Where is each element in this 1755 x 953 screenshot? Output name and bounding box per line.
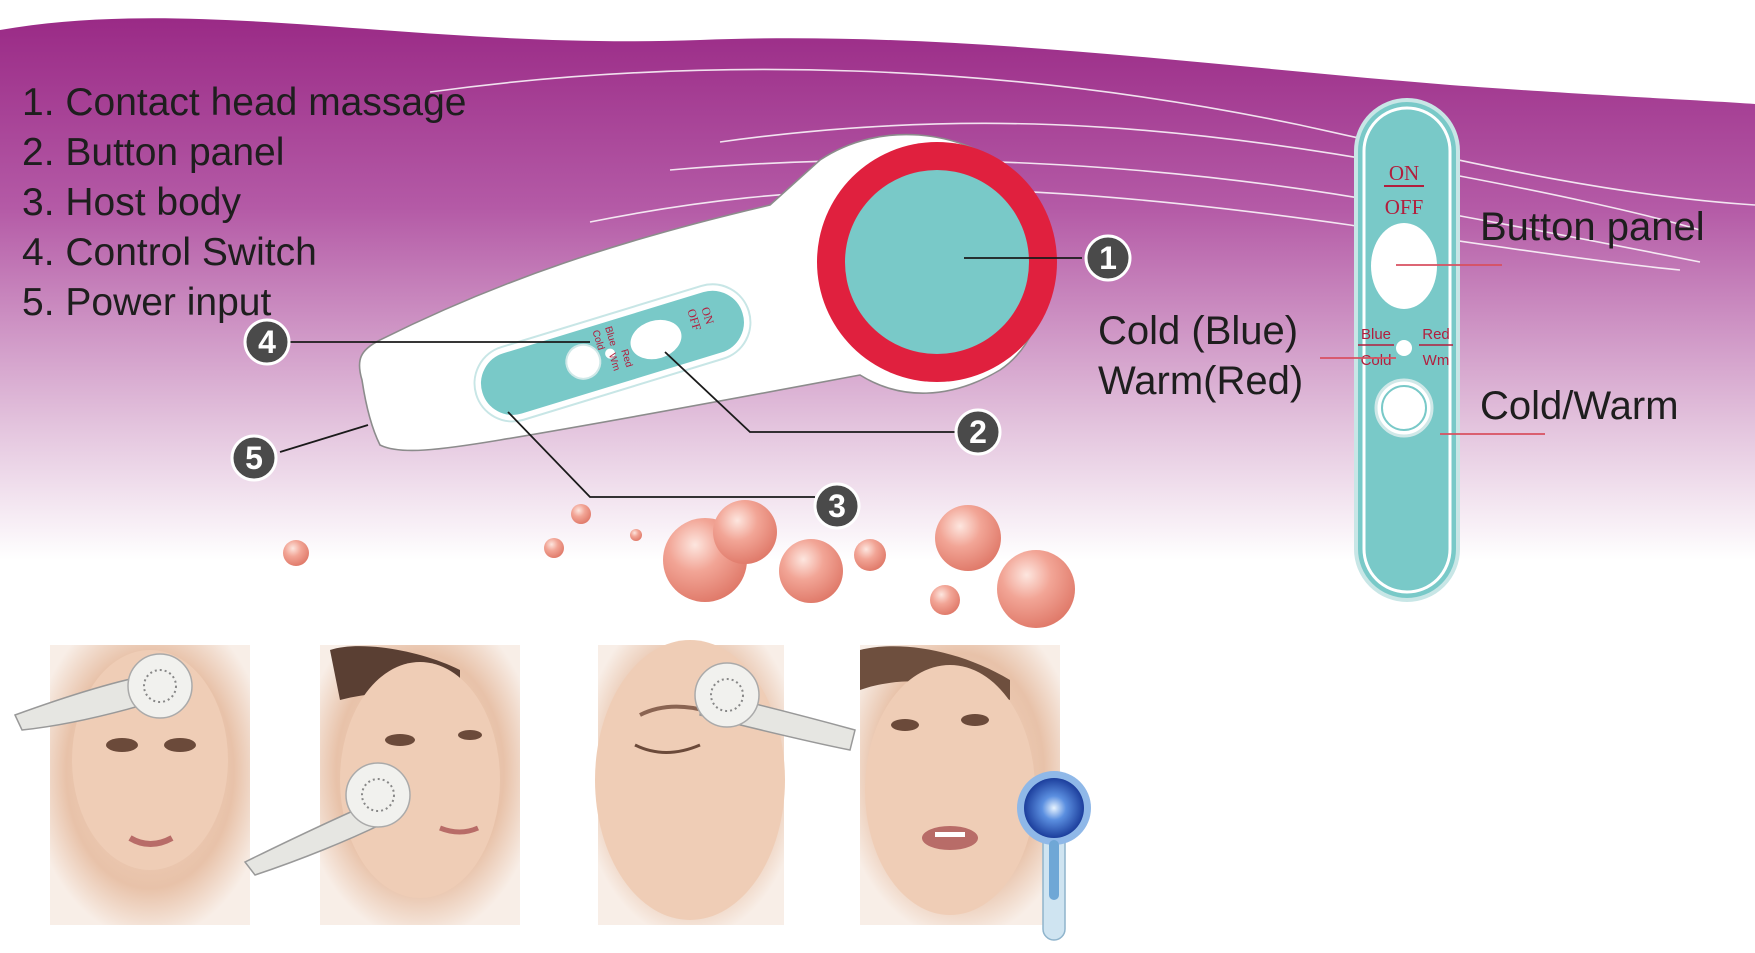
cold-warm-annotation: Cold/Warm [1480,384,1679,428]
parts-legend: 1. Contact head massage 2. Button panel … [22,78,466,328]
photo-face-eye [595,640,856,925]
massage-device: Blue Cold Red Wm ON OFF [358,133,1057,452]
panel-indicator-led [1396,340,1412,356]
svg-text:1: 1 [1099,240,1117,276]
panel-cold-warm-button [1374,378,1434,438]
legend-item-host-body: 3. Host body [22,181,241,224]
device-power-button [630,319,682,360]
cold-blue-annotation: Cold (Blue) [1098,309,1299,353]
svg-text:3: 3 [828,488,846,524]
photo-face-cheek [243,645,520,925]
photo-face-mouth [860,645,1060,925]
panel-off-label: OFF [1385,195,1424,219]
device-cold-warm-button [565,343,602,380]
glowing-device-thumbnail [1017,771,1091,941]
device-on-label: ON [698,305,717,326]
contact-head [845,170,1029,354]
panel-pointer-lines [1320,264,1545,435]
legend-item-contact-head: 1. Contact head massage [22,81,467,124]
legend-item-power-input: 5. Power input [22,281,272,324]
device-off-label: OFF [684,307,704,332]
callout-badge-3: 3 [813,482,861,530]
panel-closeup: ON OFF Blue Cold Red Wm [1354,98,1460,602]
svg-text:5: 5 [245,440,263,476]
legend-item-button-panel: 2. Button panel [22,131,285,174]
callout-badge-1: 1 [1084,234,1132,282]
svg-text:4: 4 [258,324,276,360]
panel-cold-label: Cold [1361,352,1392,369]
callout-badge-5: 5 [230,434,278,482]
warm-red-annotation: Warm(Red) [1098,359,1304,403]
leader-lines [279,257,1082,498]
callout-badge-2: 2 [954,408,1002,456]
callout-badge-4: 4 [243,318,291,366]
photo-face-forehead [13,645,250,925]
device-indicator-led [605,348,616,359]
panel-on-label: ON [1389,161,1419,185]
device-warm-label: Wm [606,352,622,372]
decorative-bubbles [283,500,1075,628]
svg-text:2: 2 [969,414,987,450]
panel-blue-label: Blue [1361,326,1391,343]
panel-power-button [1371,223,1437,309]
legend-item-control-switch: 4. Control Switch [22,231,317,274]
panel-red-label: Red [1422,326,1450,343]
device-red-label: Red [618,348,634,369]
button-panel-annotation: Button panel [1480,205,1705,249]
panel-warm-label: Wm [1423,352,1450,369]
